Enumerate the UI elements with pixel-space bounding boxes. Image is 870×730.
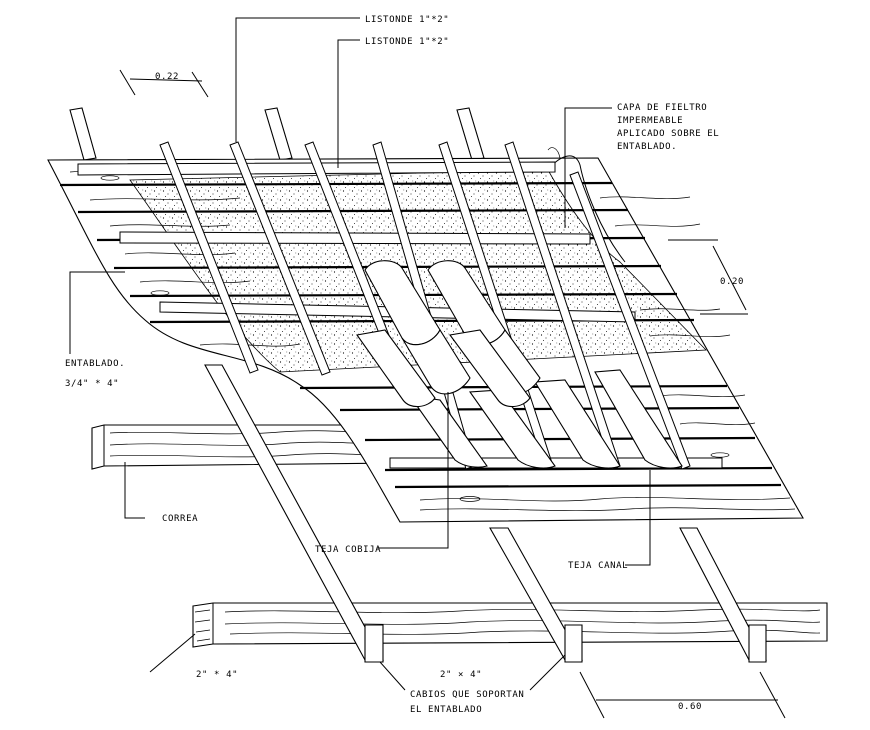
entablado-size-label: 3/4" * 4": [65, 379, 119, 389]
cobija-tiles: [356, 260, 541, 408]
cabios-label-line-1: CABIOS QUE SOPORTAN: [410, 690, 524, 700]
dimension-lines: [119, 69, 786, 719]
felt-label-line-3: APLICADO SOBRE EL: [617, 129, 719, 139]
dimension-020: 0.20: [720, 277, 744, 287]
listonde-label-2: LISTONDE 1"*2": [365, 37, 449, 47]
leader-lines: [69, 17, 651, 691]
felt-label-line-2: IMPERMEABLE: [617, 116, 683, 126]
teja-canal-label: TEJA CANAL: [568, 561, 628, 571]
felt-label-line-4: ENTABLADO.: [617, 142, 677, 152]
rafters: [69, 107, 767, 663]
rafter-size-left-label: 2" * 4": [196, 670, 238, 680]
correa-label: CORREA: [162, 514, 198, 524]
canal-tiles: [408, 369, 683, 469]
teja-cobija-label: TEJA COBIJA: [315, 545, 381, 555]
dimension-022: 0.22: [155, 72, 179, 82]
rafter-size-center-label: 2" × 4": [440, 670, 482, 680]
entablado-label: ENTABLADO.: [65, 359, 125, 369]
felt-label-line-1: CAPA DE FIELTRO: [617, 103, 707, 113]
cabios-label-line-2: EL ENTABLADO: [410, 705, 482, 715]
listonde-label-1: LISTONDE 1"*2": [365, 15, 449, 25]
dimension-060: 0.60: [678, 702, 702, 712]
